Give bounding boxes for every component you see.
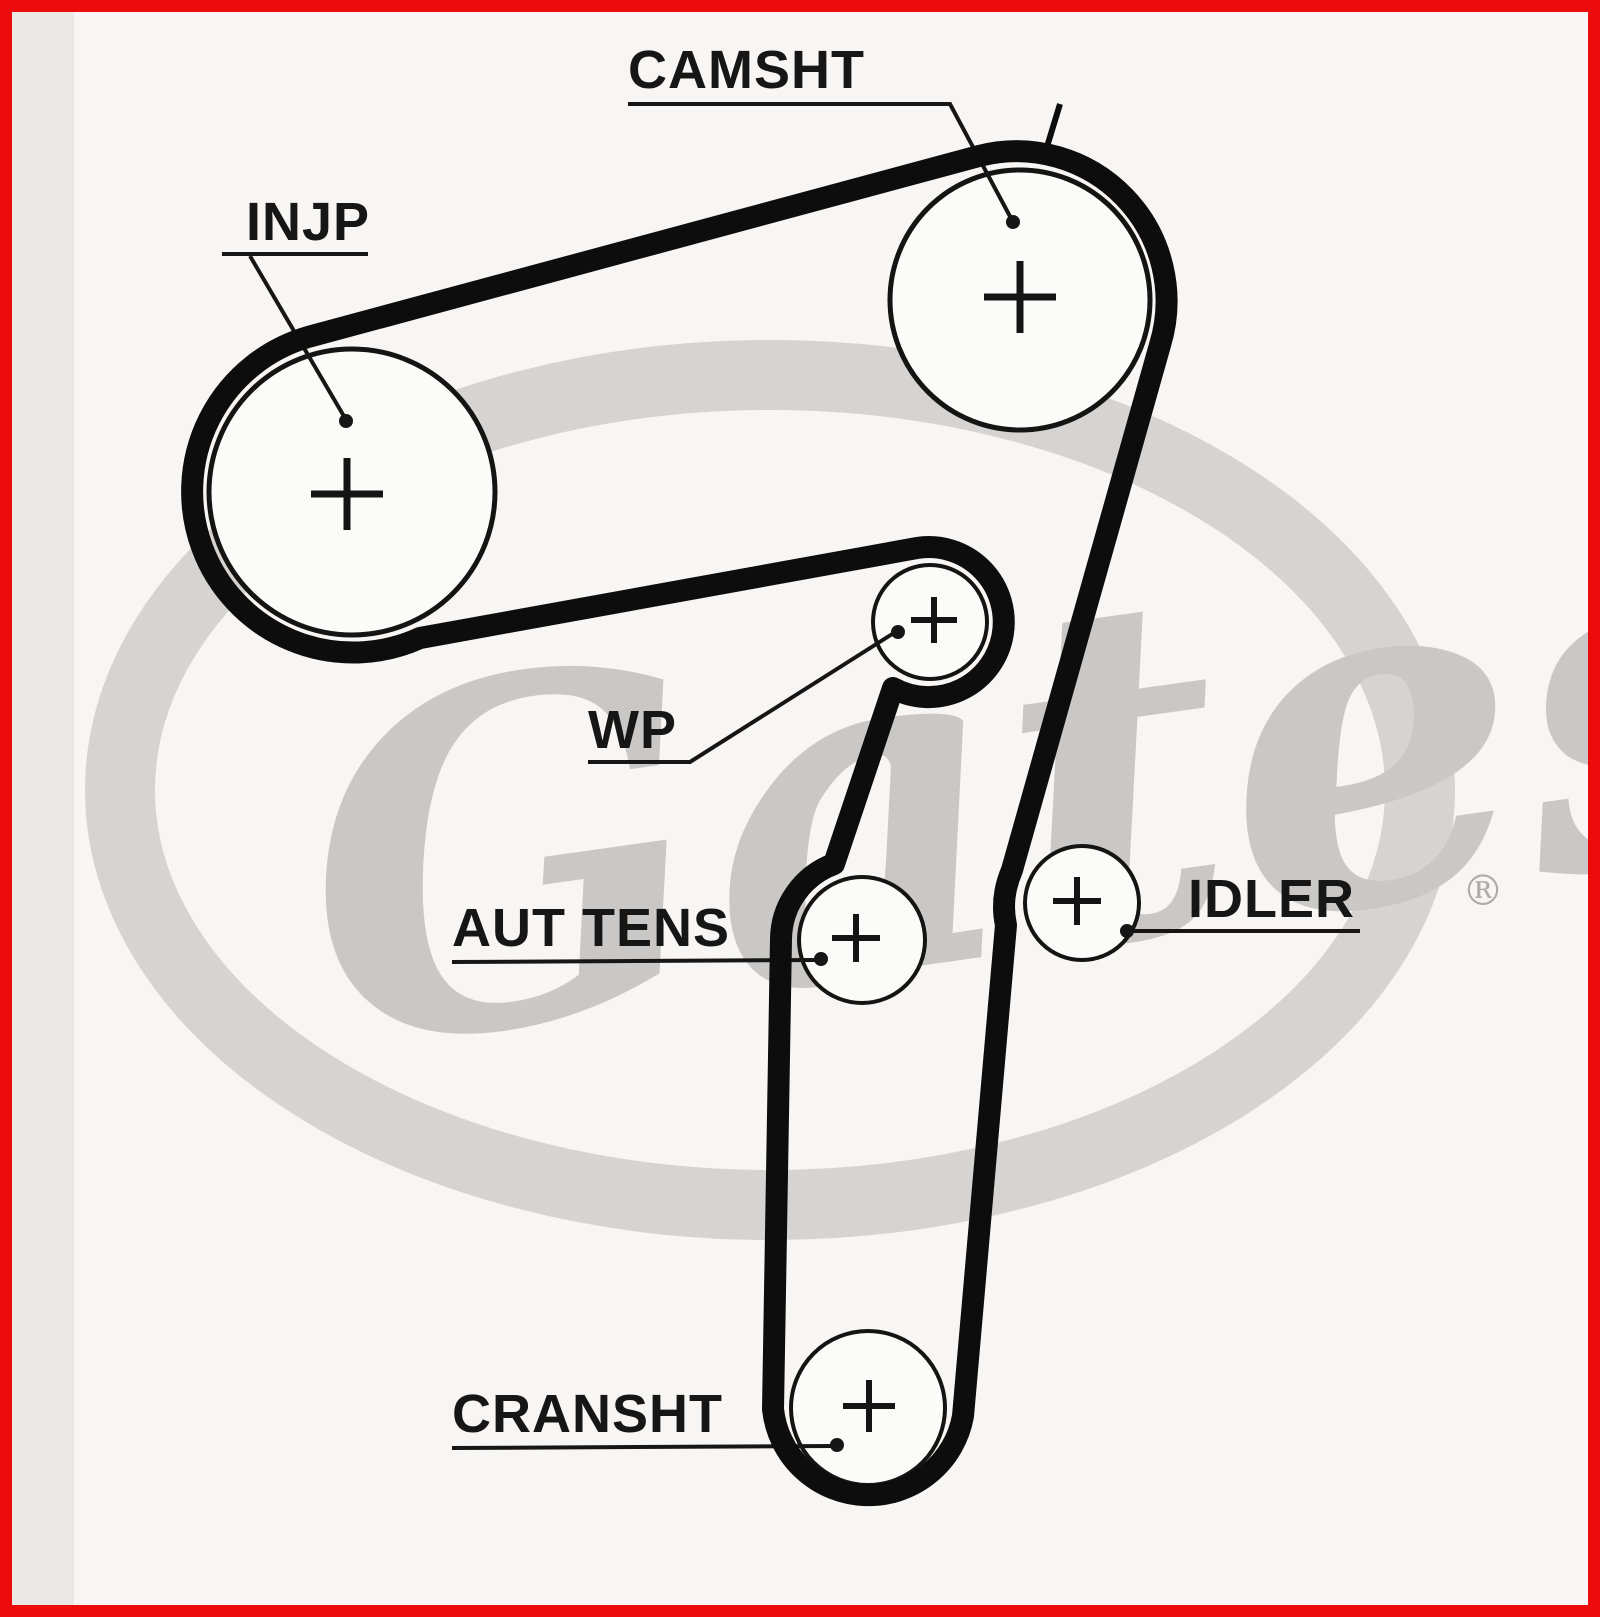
left-margin-band xyxy=(12,12,74,1605)
crankshaft-pointer-dot xyxy=(830,1438,844,1452)
water-pump-pointer-dot xyxy=(891,625,905,639)
tensioner-label: AUT TENS xyxy=(452,898,730,958)
idler-pointer-dot xyxy=(1120,924,1134,938)
camshaft-label: CAMSHT xyxy=(628,40,865,100)
crankshaft-label: CRANSHT xyxy=(452,1384,723,1444)
leader-dots xyxy=(339,215,1134,1452)
crankshaft-center-cross-icon xyxy=(843,1380,895,1432)
camshaft-center-cross-icon xyxy=(984,261,1056,333)
tensioner-leader-line xyxy=(451,958,819,964)
pulley-labels: CAMSHT INJP WP AUT TENS IDLER CRANSHT xyxy=(246,40,1355,1444)
timing-belt xyxy=(181,140,1178,1507)
idler-label: IDLER xyxy=(1188,869,1355,929)
idler-center-cross-icon xyxy=(1053,877,1101,925)
camshaft-pointer-dot xyxy=(1006,215,1020,229)
tensioner-center-cross-icon xyxy=(832,914,880,962)
pulley-center-marks xyxy=(311,261,1101,1432)
injection-pump-center-cross-icon xyxy=(311,458,383,530)
registered-trademark-icon: ® xyxy=(1462,866,1504,915)
injection-pump-pointer-dot xyxy=(339,414,353,428)
injection-pump-label: INJP xyxy=(246,192,370,252)
camshaft-leader-line xyxy=(628,102,1015,223)
water-pump-leader-line xyxy=(588,629,899,764)
water-pump-center-cross-icon xyxy=(911,597,957,643)
tensioner-pointer-dot xyxy=(814,952,828,966)
water-pump-label: WP xyxy=(588,700,677,760)
camshaft-tick-mark xyxy=(1043,103,1063,151)
crankshaft-leader-line xyxy=(451,1444,835,1450)
